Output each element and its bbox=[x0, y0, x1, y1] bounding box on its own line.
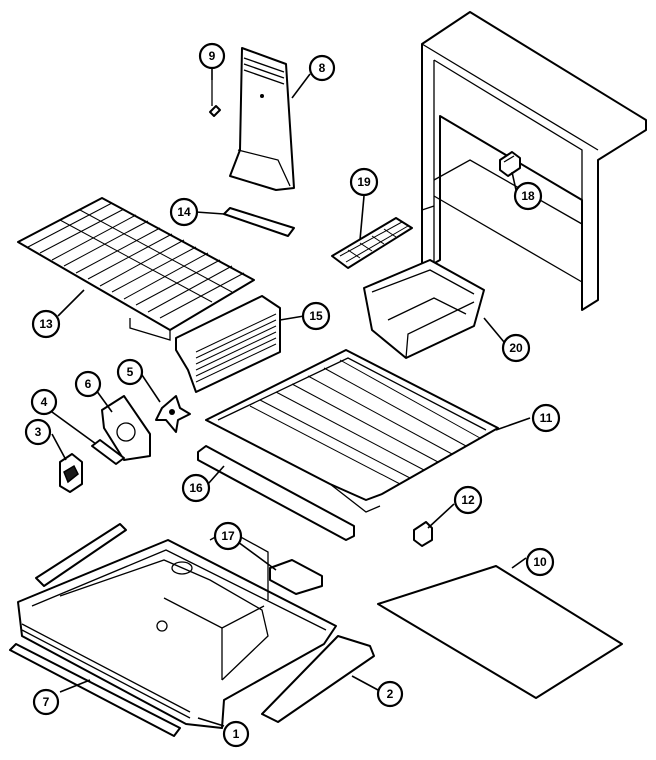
callout-label-9: 9 bbox=[209, 49, 216, 63]
callout-label-18: 18 bbox=[521, 189, 535, 203]
callout-8: 8 bbox=[308, 54, 336, 82]
callout-label-8: 8 bbox=[319, 61, 326, 75]
callout-label-14: 14 bbox=[177, 205, 191, 219]
callout-label-11: 11 bbox=[540, 411, 553, 425]
callout-19: 19 bbox=[349, 167, 379, 197]
part-18-bracket bbox=[499, 151, 521, 177]
callout-label-15: 15 bbox=[309, 309, 323, 323]
part-15-baffle bbox=[175, 295, 281, 393]
callout-4: 4 bbox=[30, 388, 58, 416]
callout-label-6: 6 bbox=[85, 377, 92, 391]
callout-12: 12 bbox=[453, 485, 483, 515]
part-17-pad bbox=[269, 559, 323, 595]
part-14-shelf-support bbox=[223, 207, 295, 237]
callout-label-7: 7 bbox=[43, 695, 50, 709]
leader-lines bbox=[51, 68, 531, 727]
part-16-front-rail bbox=[197, 445, 355, 541]
callout-17: 17 bbox=[213, 521, 243, 551]
callout-label-4: 4 bbox=[41, 395, 48, 409]
callout-2: 2 bbox=[376, 680, 404, 708]
callout-label-10: 10 bbox=[533, 555, 547, 569]
callout-6: 6 bbox=[74, 370, 102, 398]
callout-label-13: 13 bbox=[39, 317, 53, 331]
callout-label-12: 12 bbox=[461, 493, 475, 507]
part-4-bracket bbox=[91, 439, 125, 465]
callout-3: 3 bbox=[24, 418, 52, 446]
callout-14: 14 bbox=[169, 197, 199, 227]
callout-20: 20 bbox=[501, 333, 531, 363]
part-13-wire-shelf bbox=[17, 197, 255, 341]
part-6-fan-bracket bbox=[101, 395, 151, 461]
callout-7: 7 bbox=[32, 688, 60, 716]
part-9-screw bbox=[209, 80, 221, 117]
part-8-air-diffuser bbox=[229, 47, 295, 191]
callout-label-19: 19 bbox=[357, 175, 371, 189]
part-3-fan-motor bbox=[59, 453, 83, 493]
callout-15: 15 bbox=[301, 301, 331, 331]
part-12-small-bracket bbox=[413, 521, 433, 547]
refrigerator-cabinet bbox=[421, 11, 647, 311]
callout-5: 5 bbox=[116, 358, 144, 386]
part-7-front-rail bbox=[9, 523, 181, 737]
callout-11: 11 bbox=[531, 403, 561, 433]
callout-16: 16 bbox=[181, 473, 211, 503]
callout-label-5: 5 bbox=[127, 365, 134, 379]
callout-18: 18 bbox=[513, 181, 543, 211]
callout-1: 1 bbox=[222, 720, 250, 748]
callout-label-20: 20 bbox=[509, 341, 523, 355]
callout-9: 9 bbox=[198, 42, 226, 70]
callout-label-2: 2 bbox=[387, 687, 394, 701]
part-2-side-rail bbox=[261, 635, 375, 723]
part-10-panel bbox=[377, 565, 623, 699]
part-5-fan-blade bbox=[155, 395, 191, 433]
part-11-shelf-cover bbox=[205, 349, 499, 513]
part-20-ice-bin bbox=[363, 259, 485, 359]
callout-label-17: 17 bbox=[221, 529, 235, 543]
callout-10: 10 bbox=[525, 547, 555, 577]
part-1-crisper-pan bbox=[17, 529, 337, 729]
part-19-ice-cube-tray bbox=[331, 217, 413, 269]
callout-label-3: 3 bbox=[35, 425, 42, 439]
callout-label-16: 16 bbox=[189, 481, 203, 495]
callout-label-1: 1 bbox=[233, 727, 240, 741]
callout-13: 13 bbox=[31, 309, 61, 339]
